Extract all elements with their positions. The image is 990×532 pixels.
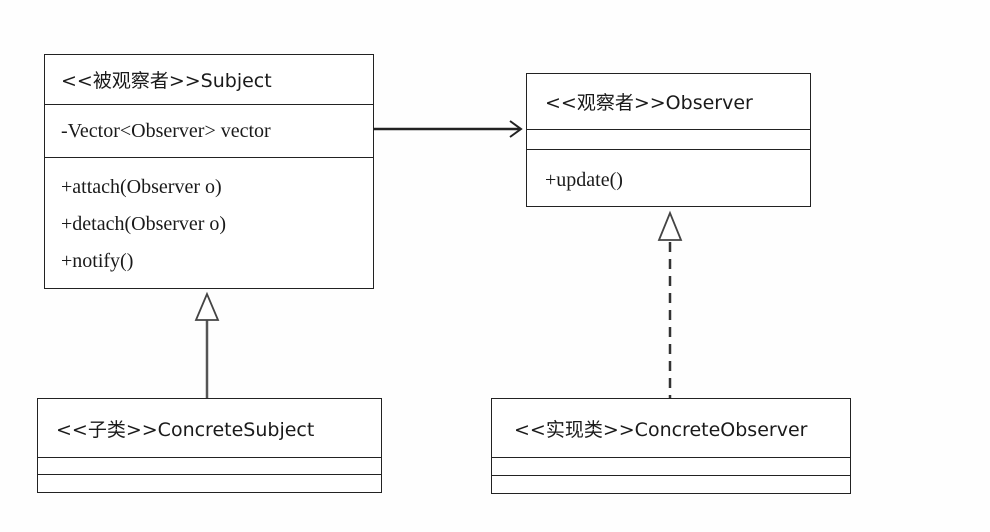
class-subject-name: <<被观察者>>Subject	[45, 55, 373, 105]
class-subject: <<被观察者>>Subject -Vector<Observer> vector…	[44, 54, 374, 289]
class-observer-name: <<观察者>>Observer	[527, 74, 810, 130]
operation-detach: +detach(Observer o)	[61, 213, 227, 235]
class-observer: <<观察者>>Observer +update()	[526, 73, 811, 207]
operation-notify: +notify()	[61, 250, 134, 272]
class-concrete-observer-attributes	[492, 458, 850, 476]
association-arrow	[374, 120, 523, 138]
class-concrete-subject-name: <<子类>>ConcreteSubject	[38, 399, 381, 458]
attribute-vector: -Vector<Observer> vector	[61, 119, 271, 142]
class-observer-attributes	[527, 130, 810, 150]
class-concrete-observer-name: <<实现类>>ConcreteObserver	[492, 399, 850, 458]
operation-attach: +attach(Observer o)	[61, 176, 222, 198]
class-concrete-subject: <<子类>>ConcreteSubject	[37, 398, 382, 493]
class-subject-operations: +attach(Observer o) +detach(Observer o) …	[45, 158, 373, 280]
class-subject-attributes: -Vector<Observer> vector	[45, 105, 373, 158]
operation-update: +update()	[545, 169, 623, 191]
class-concrete-subject-attributes	[38, 458, 381, 475]
class-concrete-observer: <<实现类>>ConcreteObserver	[491, 398, 851, 494]
class-observer-operations: +update()	[527, 150, 810, 199]
generalization-arrow	[194, 291, 220, 398]
realization-arrow	[657, 210, 683, 398]
